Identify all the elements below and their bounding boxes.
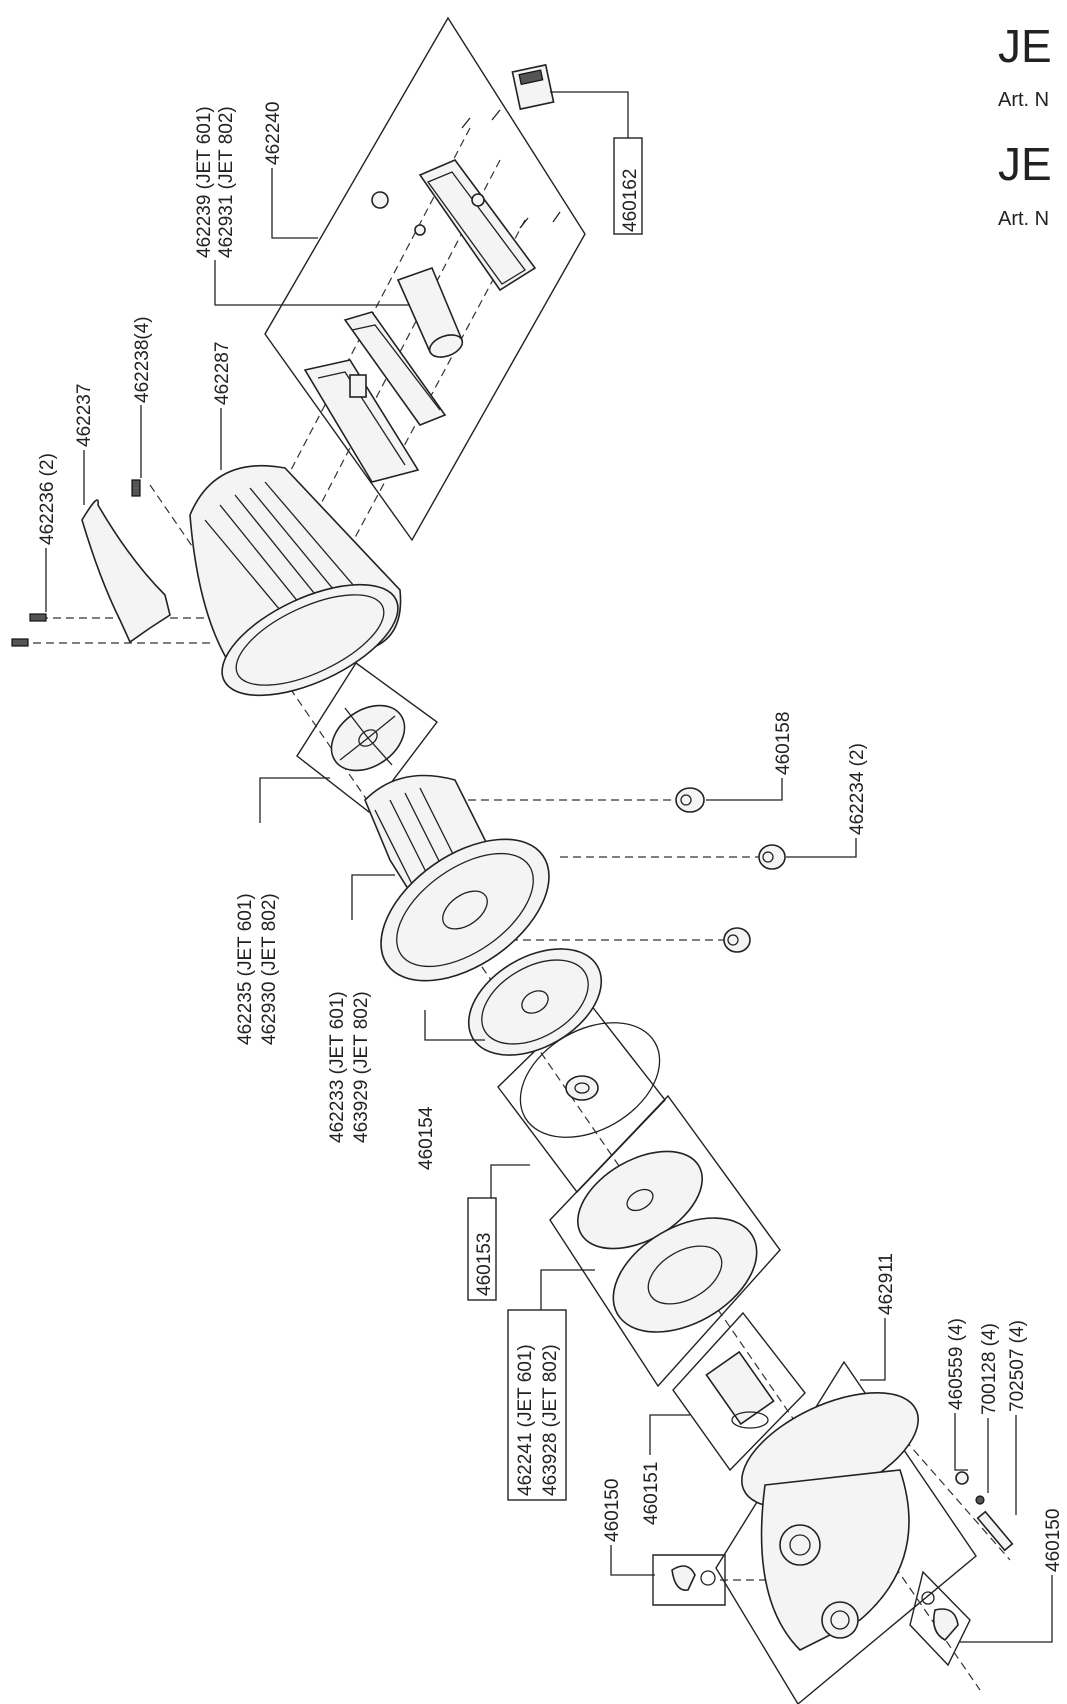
label-460559: 460559 (4): [946, 1318, 967, 1410]
impeller-diffuser-part: [577, 1150, 758, 1333]
label-462930: 462930 (JET 802): [259, 893, 280, 1045]
label-460162: 460162: [613, 137, 643, 235]
label-463928: 463928 (JET 802): [540, 1344, 561, 1496]
terminal-base-part: [303, 359, 420, 483]
leader-460150-right: [960, 1575, 1053, 1643]
capacitor-box-panel: [264, 16, 586, 542]
plug-panel-right: [909, 1570, 971, 1667]
label-462236: 462236 (2): [37, 453, 58, 545]
leader-460150-left: [610, 1545, 655, 1576]
label-700128: 700128 (4): [979, 1323, 1000, 1415]
motor-flange-part: [380, 838, 550, 982]
label-462931: 462931 (JET 802): [216, 106, 237, 258]
leader-462234: [786, 838, 857, 858]
ejector-part: [705, 1350, 775, 1429]
diffuser-panel: [549, 1094, 781, 1388]
capacitor-bracket-part: [343, 311, 447, 426]
bolt-axis: [904, 1439, 1011, 1561]
model-title-2: JE: [998, 138, 1052, 190]
oring-seal-part: [519, 1022, 661, 1138]
rubber-feet: [675, 787, 786, 953]
leader-462241: [540, 1269, 595, 1310]
motor-housing-part: [189, 464, 402, 697]
leader-462235: [259, 777, 330, 823]
svg-text:460153: 460153: [474, 1233, 495, 1296]
label-462238: 462238(4): [132, 316, 153, 403]
leader-460162: [550, 91, 629, 138]
drain-plug-right: [921, 1591, 959, 1642]
plug-panel-left: [652, 1554, 726, 1606]
label-460150-right: 460150: [1043, 1509, 1064, 1572]
capacitor-part: [396, 266, 464, 358]
ejector-panel: [672, 1311, 806, 1472]
fan-part: [330, 704, 406, 772]
leader-462233: [351, 874, 395, 920]
label-462241: 462241 (JET 601): [515, 1344, 536, 1496]
label-462240: 462240: [263, 102, 284, 165]
label-460151: 460151: [641, 1462, 662, 1525]
label-463929: 463929 (JET 802): [351, 991, 372, 1143]
leader-460158: [706, 778, 783, 801]
label-462287: 462287: [212, 342, 233, 405]
label-462241-group: 462241 (JET 601) 463928 (JET 802): [507, 1309, 567, 1501]
label-460154: 460154: [416, 1106, 437, 1170]
model-title-1: JE: [998, 20, 1052, 72]
terminal-box-part: [371, 159, 537, 292]
handle-screws: [11, 479, 141, 647]
label-462234: 462234 (2): [847, 743, 868, 835]
bolt-set: [955, 1471, 1014, 1552]
box-screws: [461, 109, 561, 229]
drain-plug-left: [671, 1565, 716, 1591]
art-number-1: Art. N: [998, 89, 1049, 111]
leader-460151: [649, 1414, 690, 1455]
fan-panel: [296, 661, 438, 813]
seal-plate-part: [467, 948, 603, 1056]
leader-462240: [271, 168, 318, 239]
pump-housing-part: [741, 1391, 919, 1651]
label-702507: 702507 (4): [1007, 1320, 1028, 1412]
label-462233: 462233 (JET 601): [327, 991, 348, 1143]
label-460150-left: 460150: [602, 1479, 623, 1542]
label-460153: 460153: [467, 1197, 497, 1301]
label-460158: 460158: [773, 712, 794, 775]
label-462235: 462235 (JET 601): [235, 893, 256, 1045]
label-462911: 462911: [876, 1253, 897, 1315]
switch-part: [511, 63, 555, 111]
handle-part: [81, 499, 171, 644]
art-number-2: Art. N: [998, 208, 1049, 230]
label-462237: 462237: [74, 384, 95, 447]
main-axis: [149, 484, 981, 1691]
label-462239: 462239 (JET 601): [194, 106, 215, 258]
leader-460559: [954, 1413, 968, 1471]
leader-460153: [490, 1164, 530, 1198]
leader-462239: [214, 260, 410, 306]
svg-text:460162: 460162: [620, 169, 641, 232]
leader-462911: [860, 1318, 886, 1381]
leader-460154: [424, 1010, 485, 1041]
